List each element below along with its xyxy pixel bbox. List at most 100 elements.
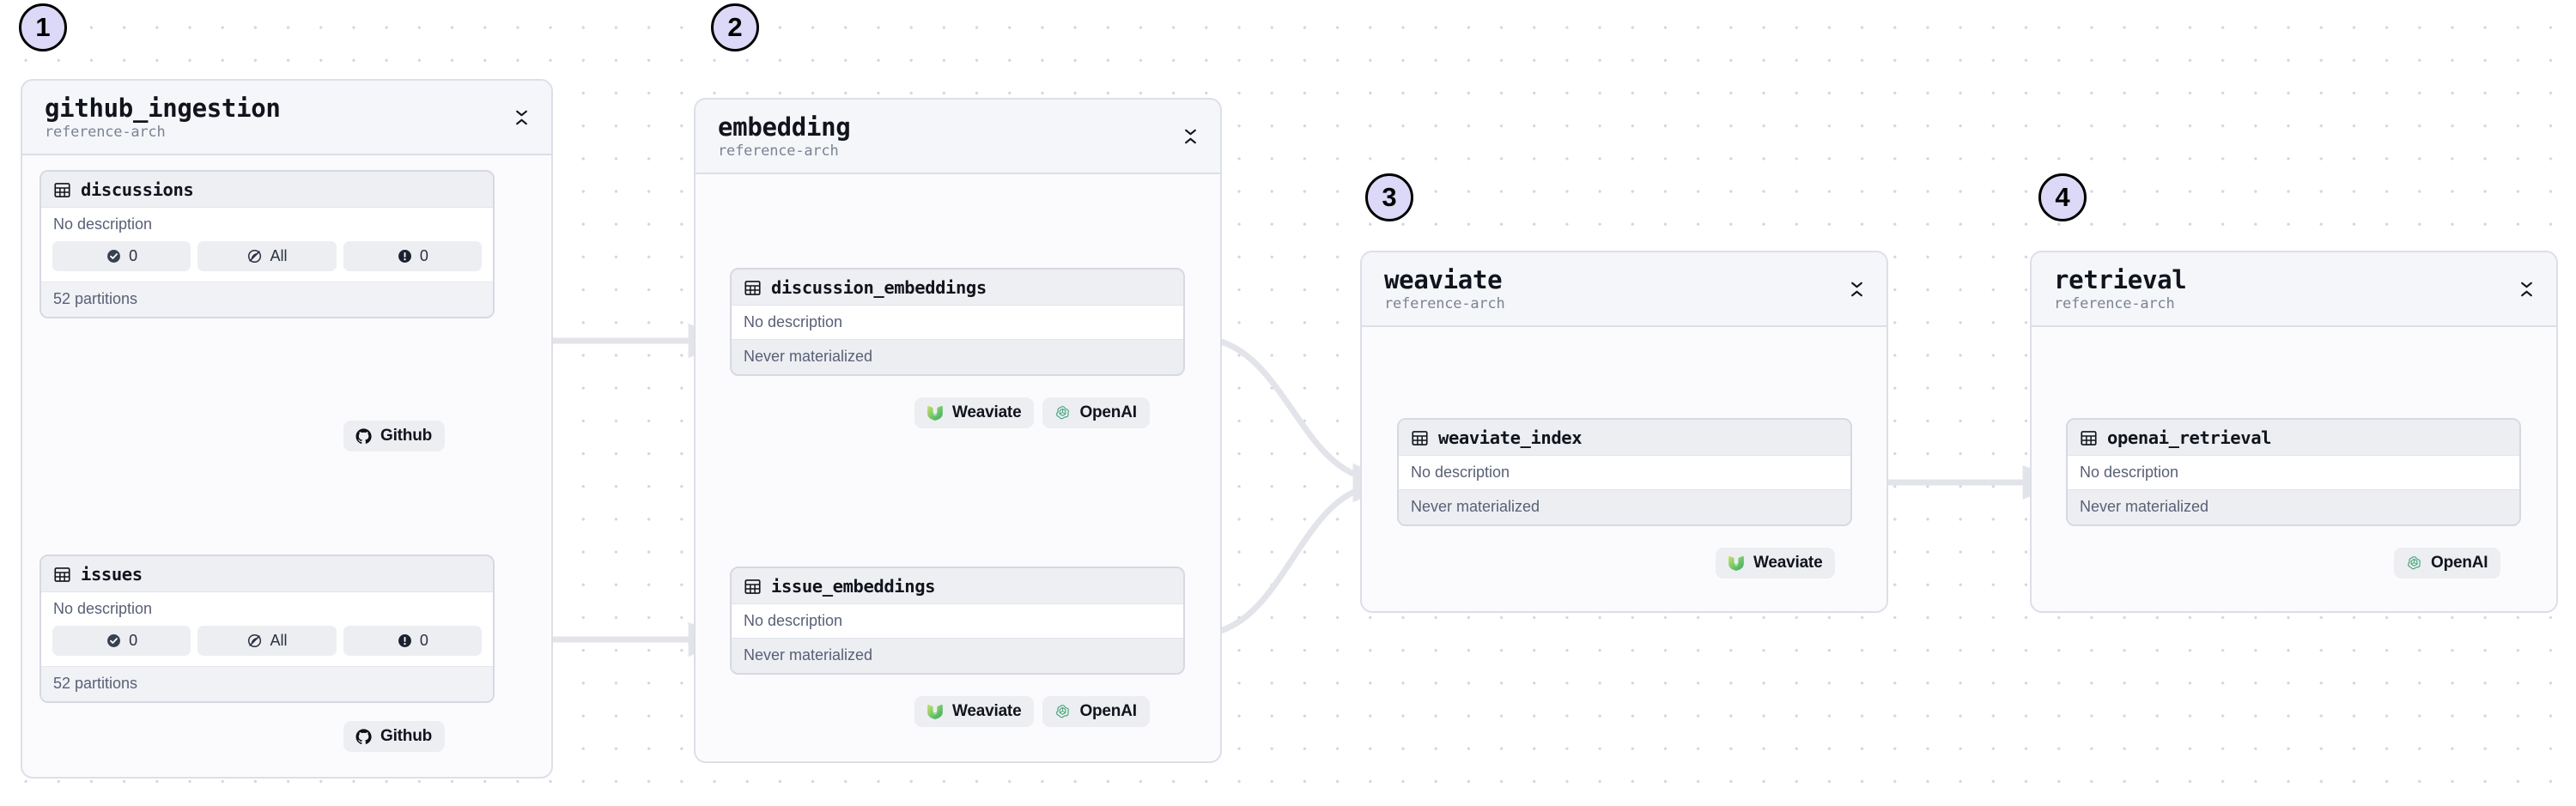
group-title: embedding <box>718 112 851 142</box>
integration-badge-github[interactable]: Github <box>343 721 446 752</box>
asset-partition-count: 52 partitions <box>41 281 493 317</box>
asset-materialization-status: Never materialized <box>732 637 1183 673</box>
status-pill-label: All <box>270 631 288 649</box>
integration-badge-openai[interactable]: OpenAI <box>2394 548 2501 579</box>
alert-circle-icon <box>398 633 411 647</box>
asset-header: weaviate_index <box>1399 420 1850 456</box>
asset-name: issues <box>81 564 143 585</box>
integration-badges-openai_retrieval: OpenAI <box>2394 548 2501 579</box>
asset-name: weaviate_index <box>1438 427 1583 448</box>
check-circle-icon <box>107 633 121 647</box>
asset-name: issue_embeddings <box>771 576 936 597</box>
chevron-up-icon <box>1850 291 1862 297</box>
asset-header: discussions <box>41 172 493 208</box>
edge-discussion_embeddings-to-weaviate_index <box>1194 334 1392 499</box>
status-pill-label: 0 <box>419 246 428 264</box>
asset-header: issue_embeddings <box>732 568 1183 604</box>
group-title: retrieval <box>2054 265 2187 294</box>
status-pill-alert-circle[interactable]: 0 <box>343 240 482 271</box>
step-badge-3: 3 <box>1365 173 1413 221</box>
status-pill-alert-circle[interactable]: 0 <box>343 625 482 656</box>
group-subtitle: reference-arch <box>2054 295 2175 313</box>
integration-badge-openai[interactable]: OpenAI <box>1042 397 1150 428</box>
status-pill-eye-off[interactable]: All <box>197 625 337 656</box>
weaviate-icon <box>1728 555 1744 571</box>
asset-name: openai_retrieval <box>2107 427 2272 448</box>
group-title: weaviate <box>1384 265 1503 294</box>
integration-badge-label: Weaviate <box>952 702 1022 720</box>
github-icon <box>355 728 372 744</box>
asset-header: openai_retrieval <box>2068 420 2519 456</box>
edge-issue_embeddings-to-weaviate_index <box>1194 467 1392 639</box>
integration-badge-label: Weaviate <box>952 403 1022 421</box>
collapse-group-icon[interactable] <box>1845 275 1868 304</box>
integration-badge-openai[interactable]: OpenAI <box>1042 696 1150 727</box>
collapse-group-icon[interactable] <box>1179 122 1201 151</box>
integration-badge-weaviate[interactable]: Weaviate <box>914 696 1035 727</box>
chevron-up-icon <box>1184 138 1196 144</box>
weaviate-icon <box>927 704 943 719</box>
eye-off-icon <box>248 633 262 647</box>
integration-badge-github[interactable]: Github <box>343 421 446 451</box>
weaviate-icon <box>927 405 943 421</box>
alert-circle-icon <box>398 249 411 263</box>
integration-badge-weaviate[interactable]: Weaviate <box>914 397 1035 428</box>
integration-badge-label: OpenAI <box>1079 702 1137 720</box>
integration-badge-weaviate[interactable]: Weaviate <box>1716 548 1836 579</box>
asset-description: No description <box>41 208 493 241</box>
collapse-group-icon[interactable] <box>2515 275 2537 304</box>
step-badge-1: 1 <box>19 3 67 52</box>
status-pill-label: 0 <box>419 631 428 649</box>
asset-materialization-status: Never materialized <box>1399 488 1850 524</box>
asset-materialization-status: Never materialized <box>732 338 1183 374</box>
integration-badges-discussions: Github <box>343 421 446 451</box>
chevron-up-icon <box>2520 291 2532 297</box>
asset-description: No description <box>1399 456 1850 489</box>
status-pill-check-circle[interactable]: 0 <box>52 240 191 271</box>
chevron-down-icon <box>1850 282 1862 288</box>
github-icon <box>355 427 372 444</box>
integration-badges-discussion_embeddings: Weaviate OpenAI <box>914 397 1150 428</box>
integration-badge-label: OpenAI <box>1079 403 1137 421</box>
asset-header: discussion_embeddings <box>732 270 1183 306</box>
check-circle-icon <box>107 249 121 263</box>
integration-badges-issue_embeddings: Weaviate OpenAI <box>914 696 1150 727</box>
group-subtitle: reference-arch <box>718 142 839 161</box>
status-pill-label: All <box>270 246 288 264</box>
step-badge-4: 4 <box>2038 173 2087 221</box>
collapse-group-icon[interactable] <box>510 103 532 132</box>
table-icon <box>744 579 761 594</box>
integration-badge-label: Weaviate <box>1753 554 1823 572</box>
group-subtitle: reference-arch <box>45 124 166 142</box>
asset-name: discussions <box>81 179 194 200</box>
chevron-down-icon <box>515 111 527 117</box>
step-badge-2: 2 <box>711 3 759 52</box>
openai-icon <box>1056 405 1070 419</box>
asset-partition-count: 52 partitions <box>41 665 493 701</box>
asset-description: No description <box>732 306 1183 339</box>
integration-badge-label: Github <box>380 427 433 445</box>
asset-status-row: 0 All 0 <box>41 240 493 282</box>
asset-description: No description <box>41 592 493 626</box>
status-pill-eye-off[interactable]: All <box>197 240 337 271</box>
asset-materialization-status: Never materialized <box>2068 488 2519 524</box>
integration-badges-weaviate_index: Weaviate <box>1716 548 1836 579</box>
integration-badges-issues: Github <box>343 721 446 752</box>
integration-badge-label: OpenAI <box>2431 554 2488 572</box>
status-pill-check-circle[interactable]: 0 <box>52 625 191 656</box>
